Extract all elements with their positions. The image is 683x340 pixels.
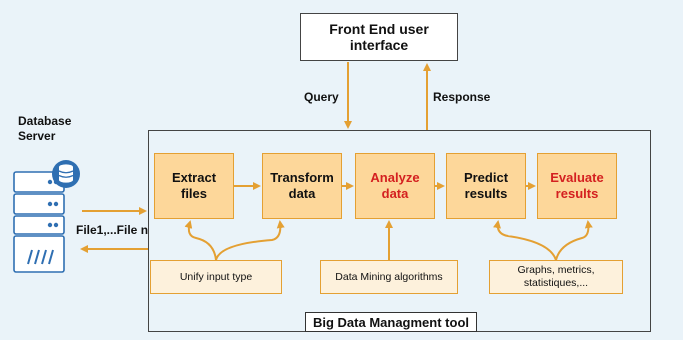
response-label: Response	[433, 90, 491, 104]
note-unify-input-type: Unify input type	[150, 260, 282, 294]
note-data-mining: Data Mining algorithms	[320, 260, 458, 294]
unify-to-extract-arrow	[184, 220, 217, 261]
unify-to-transform-arrow	[215, 220, 285, 261]
stage-predict-line2: results	[464, 186, 508, 201]
note-unify-text: Unify input type	[179, 270, 253, 283]
stage-evaluate-line2: results	[555, 186, 599, 201]
note-graphs-metrics: Graphs, metrics,statistiques,...	[489, 260, 623, 294]
tool-title: Big Data Managment tool	[305, 312, 477, 332]
database-label-line2: Server	[18, 129, 56, 143]
database-server-icon	[13, 160, 80, 273]
graphs-to-predict-arrow	[493, 220, 557, 261]
stage-analyze-line1: Analyze	[370, 170, 420, 185]
query-label: Query	[304, 90, 339, 104]
note-graphs-line1: Graphs, metrics,	[517, 264, 595, 276]
stage-evaluate-line1: Evaluate	[550, 170, 604, 185]
note-graphs-line2: statistiques,...	[523, 277, 589, 289]
stage-extract-line1: Extract	[171, 170, 217, 185]
stage-transform-line1: Transform	[270, 170, 334, 185]
stage-transform-line2: data	[288, 186, 316, 201]
stage-predict-line1: Predict	[463, 170, 509, 185]
files-label: File1,...File n	[76, 223, 149, 237]
note-mining-text: Data Mining algorithms	[335, 270, 443, 283]
graphs-to-evaluate-arrow	[555, 220, 593, 261]
frontend-label-line1: Front End user	[329, 21, 429, 37]
database-server-label: Database Server	[18, 114, 71, 144]
database-label-line1: Database	[18, 114, 72, 128]
frontend-label-line2: interface	[349, 37, 409, 53]
stage-analyze-line2: data	[381, 186, 409, 201]
stage-extract-line2: files	[180, 186, 207, 201]
frontend-box: Front End user interface	[300, 13, 458, 61]
